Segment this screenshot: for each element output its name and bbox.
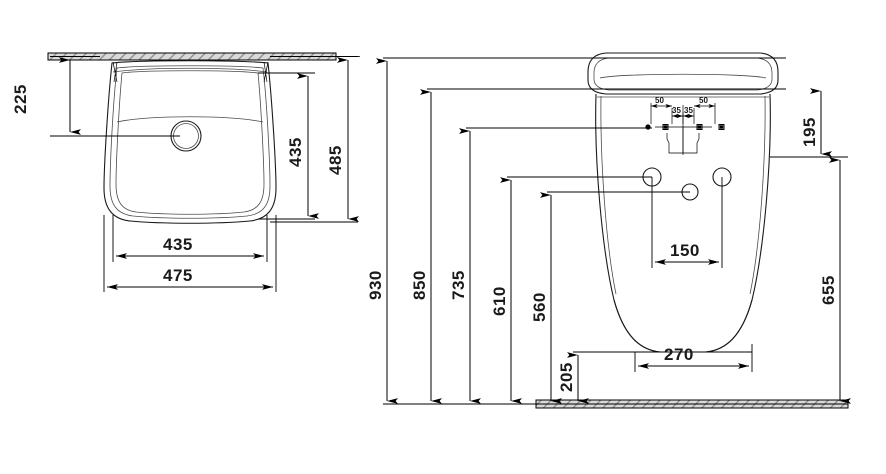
- dim-270-label: 270: [664, 345, 694, 364]
- dim-435-vertical: 435: [258, 72, 319, 220]
- dim-930-label: 930: [366, 270, 385, 300]
- dim-225: 225: [11, 56, 180, 137]
- plan-wall-brackets: [112, 61, 269, 83]
- dim-35-right-label: 35: [684, 106, 693, 115]
- dim-195: 195: [800, 88, 832, 157]
- dim-485: 485: [270, 56, 359, 223]
- dim-735: 735: [449, 128, 481, 404]
- dim-225-label: 225: [11, 84, 30, 114]
- dim-195-label: 195: [800, 117, 819, 147]
- dim-475: 475: [103, 215, 277, 292]
- dim-435-horizontal-label: 435: [163, 235, 193, 254]
- dim-205: 205: [557, 352, 589, 404]
- dim-150: 150: [651, 177, 723, 268]
- dim-655-label: 655: [819, 275, 838, 305]
- dim-735-label: 735: [449, 270, 468, 300]
- fixing-detail: 50 35 35 50: [645, 96, 725, 155]
- dim-655: 655: [819, 157, 851, 404]
- dim-270: 270: [634, 344, 753, 372]
- dim-610-label: 610: [490, 286, 509, 316]
- dim-435-vertical-label: 435: [286, 137, 305, 167]
- side-view: 50 35 35 50 930 8: [366, 52, 851, 409]
- plan-bowl-outline: [103, 60, 277, 224]
- dim-850-label: 850: [410, 270, 429, 300]
- side-extension-lines: [383, 57, 848, 405]
- dim-435-horizontal: 435: [112, 215, 268, 262]
- dim-35-left-label: 35: [672, 106, 681, 115]
- dim-560: 560: [530, 192, 562, 404]
- dim-205-label: 205: [557, 362, 576, 392]
- dim-485-label: 485: [326, 145, 345, 175]
- plan-view: 225 435 485 435 475: [11, 52, 360, 292]
- dim-50-right-label: 50: [699, 96, 708, 105]
- dim-150-label: 150: [670, 241, 700, 260]
- dim-475-label: 475: [163, 266, 193, 285]
- dim-50-left-label: 50: [655, 96, 664, 105]
- dim-850: 850: [410, 89, 442, 404]
- dim-930: 930: [366, 58, 398, 404]
- dim-560-label: 560: [530, 292, 549, 322]
- dim-610: 610: [490, 177, 522, 404]
